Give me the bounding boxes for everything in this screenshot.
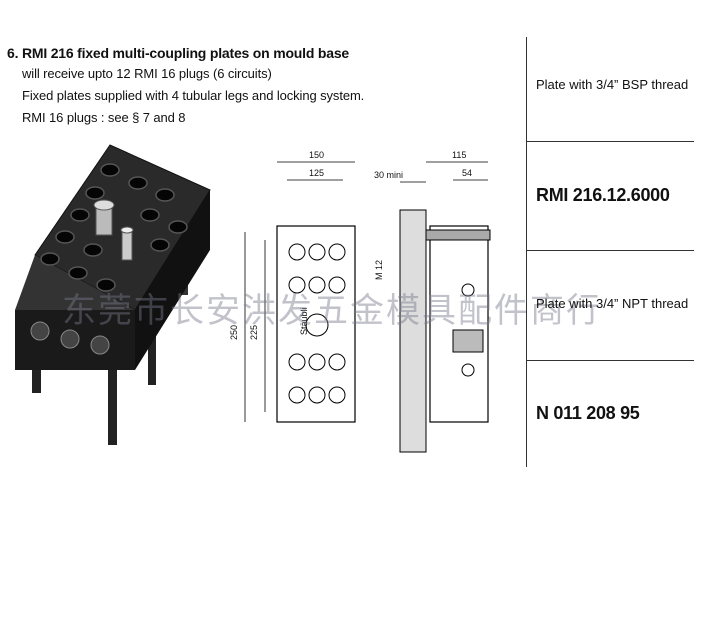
dim-54: 54 bbox=[462, 168, 472, 178]
description-line: RMI 16 plugs : see § 7 and 8 bbox=[22, 110, 186, 125]
watermark: 东莞市长安洪发五金模具配件商行 bbox=[62, 291, 602, 331]
table-row-divider bbox=[526, 250, 694, 251]
table-row-divider bbox=[526, 360, 694, 361]
dim-125: 125 bbox=[309, 168, 324, 178]
mould-base bbox=[399, 209, 427, 453]
leg bbox=[108, 365, 117, 445]
plate-front-left bbox=[15, 255, 135, 310]
coupling bbox=[121, 229, 133, 261]
plate-body bbox=[429, 225, 489, 423]
table-row-divider bbox=[526, 141, 694, 142]
table-row-description: Plate with 3/4” NPT thread bbox=[536, 296, 689, 311]
description-line: Fixed plates supplied with 4 tubular leg… bbox=[22, 88, 365, 103]
coupling-section bbox=[452, 329, 484, 353]
dim-30-mini: 30 mini bbox=[374, 170, 403, 180]
plate-outline bbox=[276, 225, 356, 423]
dim-150: 150 bbox=[309, 150, 324, 160]
leg bbox=[148, 325, 156, 385]
front-view-drawing: 150 125 250 225 Stäubli bbox=[229, 150, 356, 423]
dim-250: 250 bbox=[229, 325, 239, 340]
dim-225: 225 bbox=[249, 325, 259, 340]
locking-bolt bbox=[425, 229, 491, 241]
brand-label: Stäubli bbox=[299, 307, 309, 335]
plate-side bbox=[135, 190, 210, 370]
section-heading: 6. RMI 216 fixed multi-coupling plates o… bbox=[7, 45, 349, 61]
table-row-reference: N 011 208 95 bbox=[536, 403, 640, 423]
side-view-drawing: 115 54 30 mini M 12 bbox=[374, 150, 491, 453]
table-divider bbox=[526, 37, 527, 467]
table-row-reference: RMI 216.12.6000 bbox=[536, 185, 670, 205]
dim-m12: M 12 bbox=[374, 260, 384, 280]
table-row-description: Plate with 3/4” BSP thread bbox=[536, 77, 689, 92]
dim-115: 115 bbox=[452, 150, 466, 160]
description-line: will receive upto 12 RMI 16 plugs (6 cir… bbox=[22, 66, 272, 81]
product-photo bbox=[15, 144, 211, 445]
